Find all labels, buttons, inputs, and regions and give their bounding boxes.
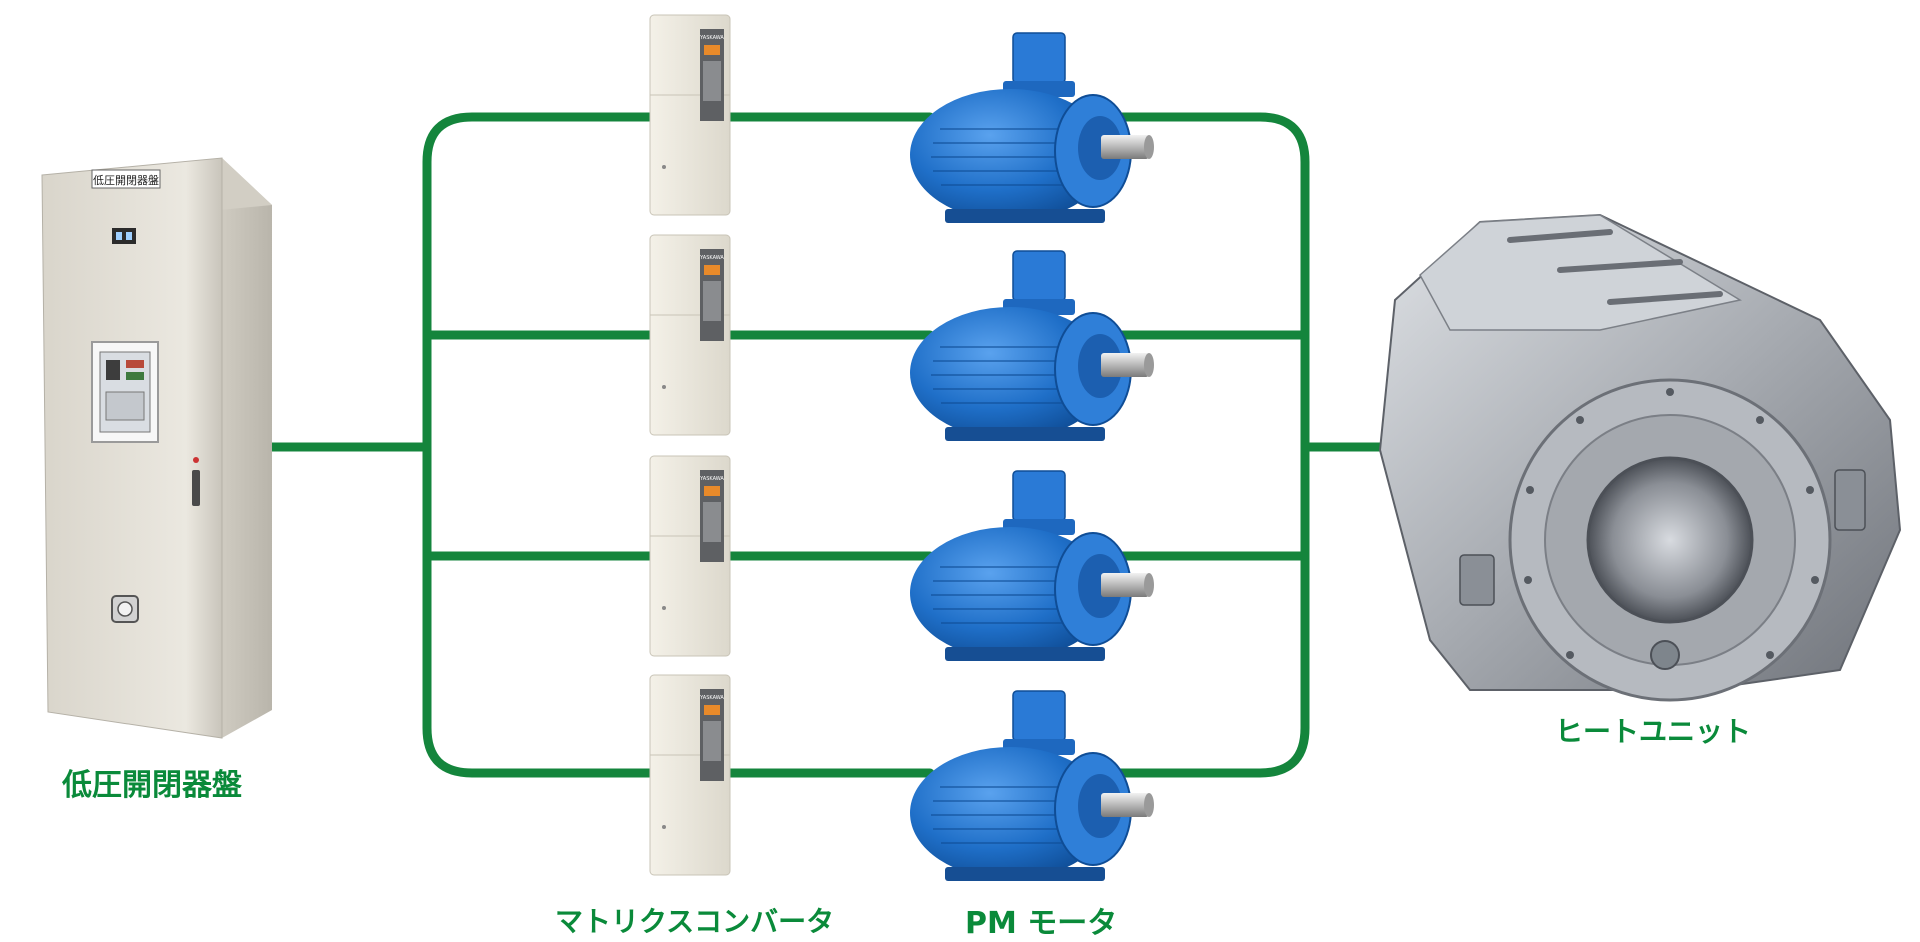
- converter-2: YASKAWA: [649, 234, 731, 436]
- converter-brand: YASKAWA: [699, 695, 724, 701]
- motor-feet: [945, 867, 1105, 881]
- motor-shaft: [1101, 135, 1149, 159]
- motor-terminal-box: [1012, 32, 1066, 84]
- label-heat-unit: ヒートユニット: [1555, 715, 1752, 748]
- pm-motors: [910, 32, 1154, 881]
- cabinet-nameplate: [91, 169, 161, 189]
- converter-brand: YASKAWA: [699, 255, 724, 261]
- cabinet-nameplate-text: 低圧開閉器盤: [93, 174, 159, 187]
- converter-brand: YASKAWA: [699, 476, 724, 482]
- converter-brand: YASKAWA: [699, 35, 724, 41]
- motor-terminal-box: [1012, 470, 1066, 522]
- motor-shaft: [1101, 793, 1149, 817]
- converter-1: YASKAWA: [649, 14, 731, 216]
- motor-shaft: [1101, 353, 1149, 377]
- wiring: [267, 112, 1400, 778]
- cabinet-side: [222, 158, 272, 738]
- cabinet-indicator: [112, 228, 136, 244]
- wire-right-bus: [1095, 112, 1310, 778]
- converter-4: YASKAWA: [649, 674, 731, 876]
- motor-feet: [945, 647, 1105, 661]
- label-switchgear: 低圧開閉器盤: [62, 768, 242, 803]
- pm-motor-1: [910, 32, 1154, 223]
- switchgear-cabinet: 低圧開閉器盤: [41, 157, 272, 739]
- label-pm-motor: PM モータ: [965, 906, 1118, 941]
- heat-unit-bore: [1586, 456, 1754, 624]
- pm-motor-4: [910, 690, 1154, 881]
- cabinet-handle: [192, 470, 200, 506]
- wire-left-bus: [422, 112, 655, 778]
- motor-feet: [945, 209, 1105, 223]
- pm-motor-2: [910, 250, 1154, 441]
- converter-3: YASKAWA: [649, 455, 731, 657]
- motor-terminal-box: [1012, 250, 1066, 302]
- cabinet-front: [41, 157, 223, 739]
- heat-unit: [1378, 213, 1902, 702]
- motor-terminal-box: [1012, 690, 1066, 742]
- label-matrix-converter: マトリクスコンバータ: [555, 905, 835, 938]
- pm-motor-3: [910, 470, 1154, 661]
- matrix-converters: YASKAWA YASKAWA YASKAWA YA: [649, 14, 731, 876]
- motor-shaft: [1101, 573, 1149, 597]
- motor-feet: [945, 427, 1105, 441]
